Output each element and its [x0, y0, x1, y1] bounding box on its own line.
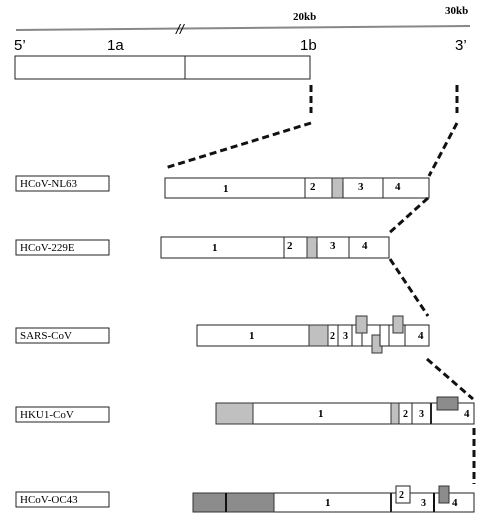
segment-4-oc43: 4 [452, 497, 458, 509]
segment-4-229e: 4 [362, 240, 368, 252]
segment-2-nl63: 2 [310, 181, 316, 193]
genome-track-hku1 [215, 402, 475, 425]
segment-1-hku1: 1 [318, 408, 324, 420]
segment-2-sars: 2 [330, 331, 335, 342]
segment-2-oc43: 2 [399, 490, 404, 501]
label-3prime: 3’ [455, 37, 467, 54]
virus-label-box-nl63 [15, 175, 110, 192]
segment-1-229e: 1 [212, 242, 218, 254]
small-orf-sars [379, 324, 390, 347]
virus-name-sars: SARS-CoV [20, 330, 72, 342]
orf1ab-box [14, 55, 311, 80]
segment-4-sars: 4 [418, 330, 424, 342]
accessory-orf-sars-1 [355, 315, 368, 334]
accessory-orf-sars-3 [392, 315, 404, 334]
zoom-line-left-diagonal [164, 121, 312, 170]
virus-name-hku1: HKU1-CoV [20, 409, 74, 421]
segment-2-hku1: 2 [403, 409, 408, 420]
zoom-line-nl63-229e [386, 196, 430, 236]
segment-4-hku1: 4 [464, 408, 470, 420]
small-orf-oc43 [395, 485, 411, 504]
zoom-line-229e-sars [388, 258, 430, 317]
gray-block-hku1-start [215, 402, 254, 425]
virus-label-box-oc43 [15, 491, 110, 508]
gray-block-hku1-mid [390, 402, 400, 425]
segment-4-nl63: 4 [395, 181, 401, 193]
axis-break-mark: // [175, 21, 186, 37]
segment-3-nl63: 3 [358, 181, 364, 193]
gray-block-sars-main [308, 324, 329, 347]
label-5prime: 5’ [14, 37, 26, 54]
label-20kb: 20kb [293, 11, 316, 23]
label-1a: 1a [107, 37, 124, 54]
gray-block-nl63 [331, 177, 344, 199]
segment-1-nl63: 1 [223, 183, 229, 195]
virus-label-box-hku1 [15, 406, 110, 423]
virus-label-box-sars [15, 327, 110, 344]
zoom-line-right-diagonal [427, 122, 459, 177]
zoom-line-sars-hku1 [426, 357, 474, 401]
segment-3-oc43: 3 [421, 498, 426, 509]
virus-label-box-229e [15, 239, 110, 256]
segment-3-hku1: 3 [419, 409, 424, 420]
genome-axis-line [15, 25, 471, 31]
gray-block-oc43-start [192, 492, 275, 513]
segment-3-229e: 3 [330, 240, 336, 252]
label-30kb: 30kb [445, 5, 468, 17]
segment-1-sars: 1 [249, 330, 255, 342]
segment-1-oc43: 1 [325, 497, 331, 509]
genome-track-229e [160, 236, 390, 259]
segment-2-229e: 2 [287, 240, 293, 252]
virus-name-nl63: HCoV-NL63 [20, 178, 78, 190]
segment-3-sars: 3 [343, 331, 348, 342]
accessory-orf-oc43 [438, 485, 450, 504]
virus-name-oc43: HCoV-OC43 [20, 494, 78, 506]
gray-block-229e [306, 236, 318, 259]
virus-name-229e: HCoV-229E [20, 242, 75, 254]
genome-track-nl63 [164, 177, 430, 199]
label-1b: 1b [300, 37, 317, 54]
accessory-orf-hku1 [436, 396, 459, 411]
